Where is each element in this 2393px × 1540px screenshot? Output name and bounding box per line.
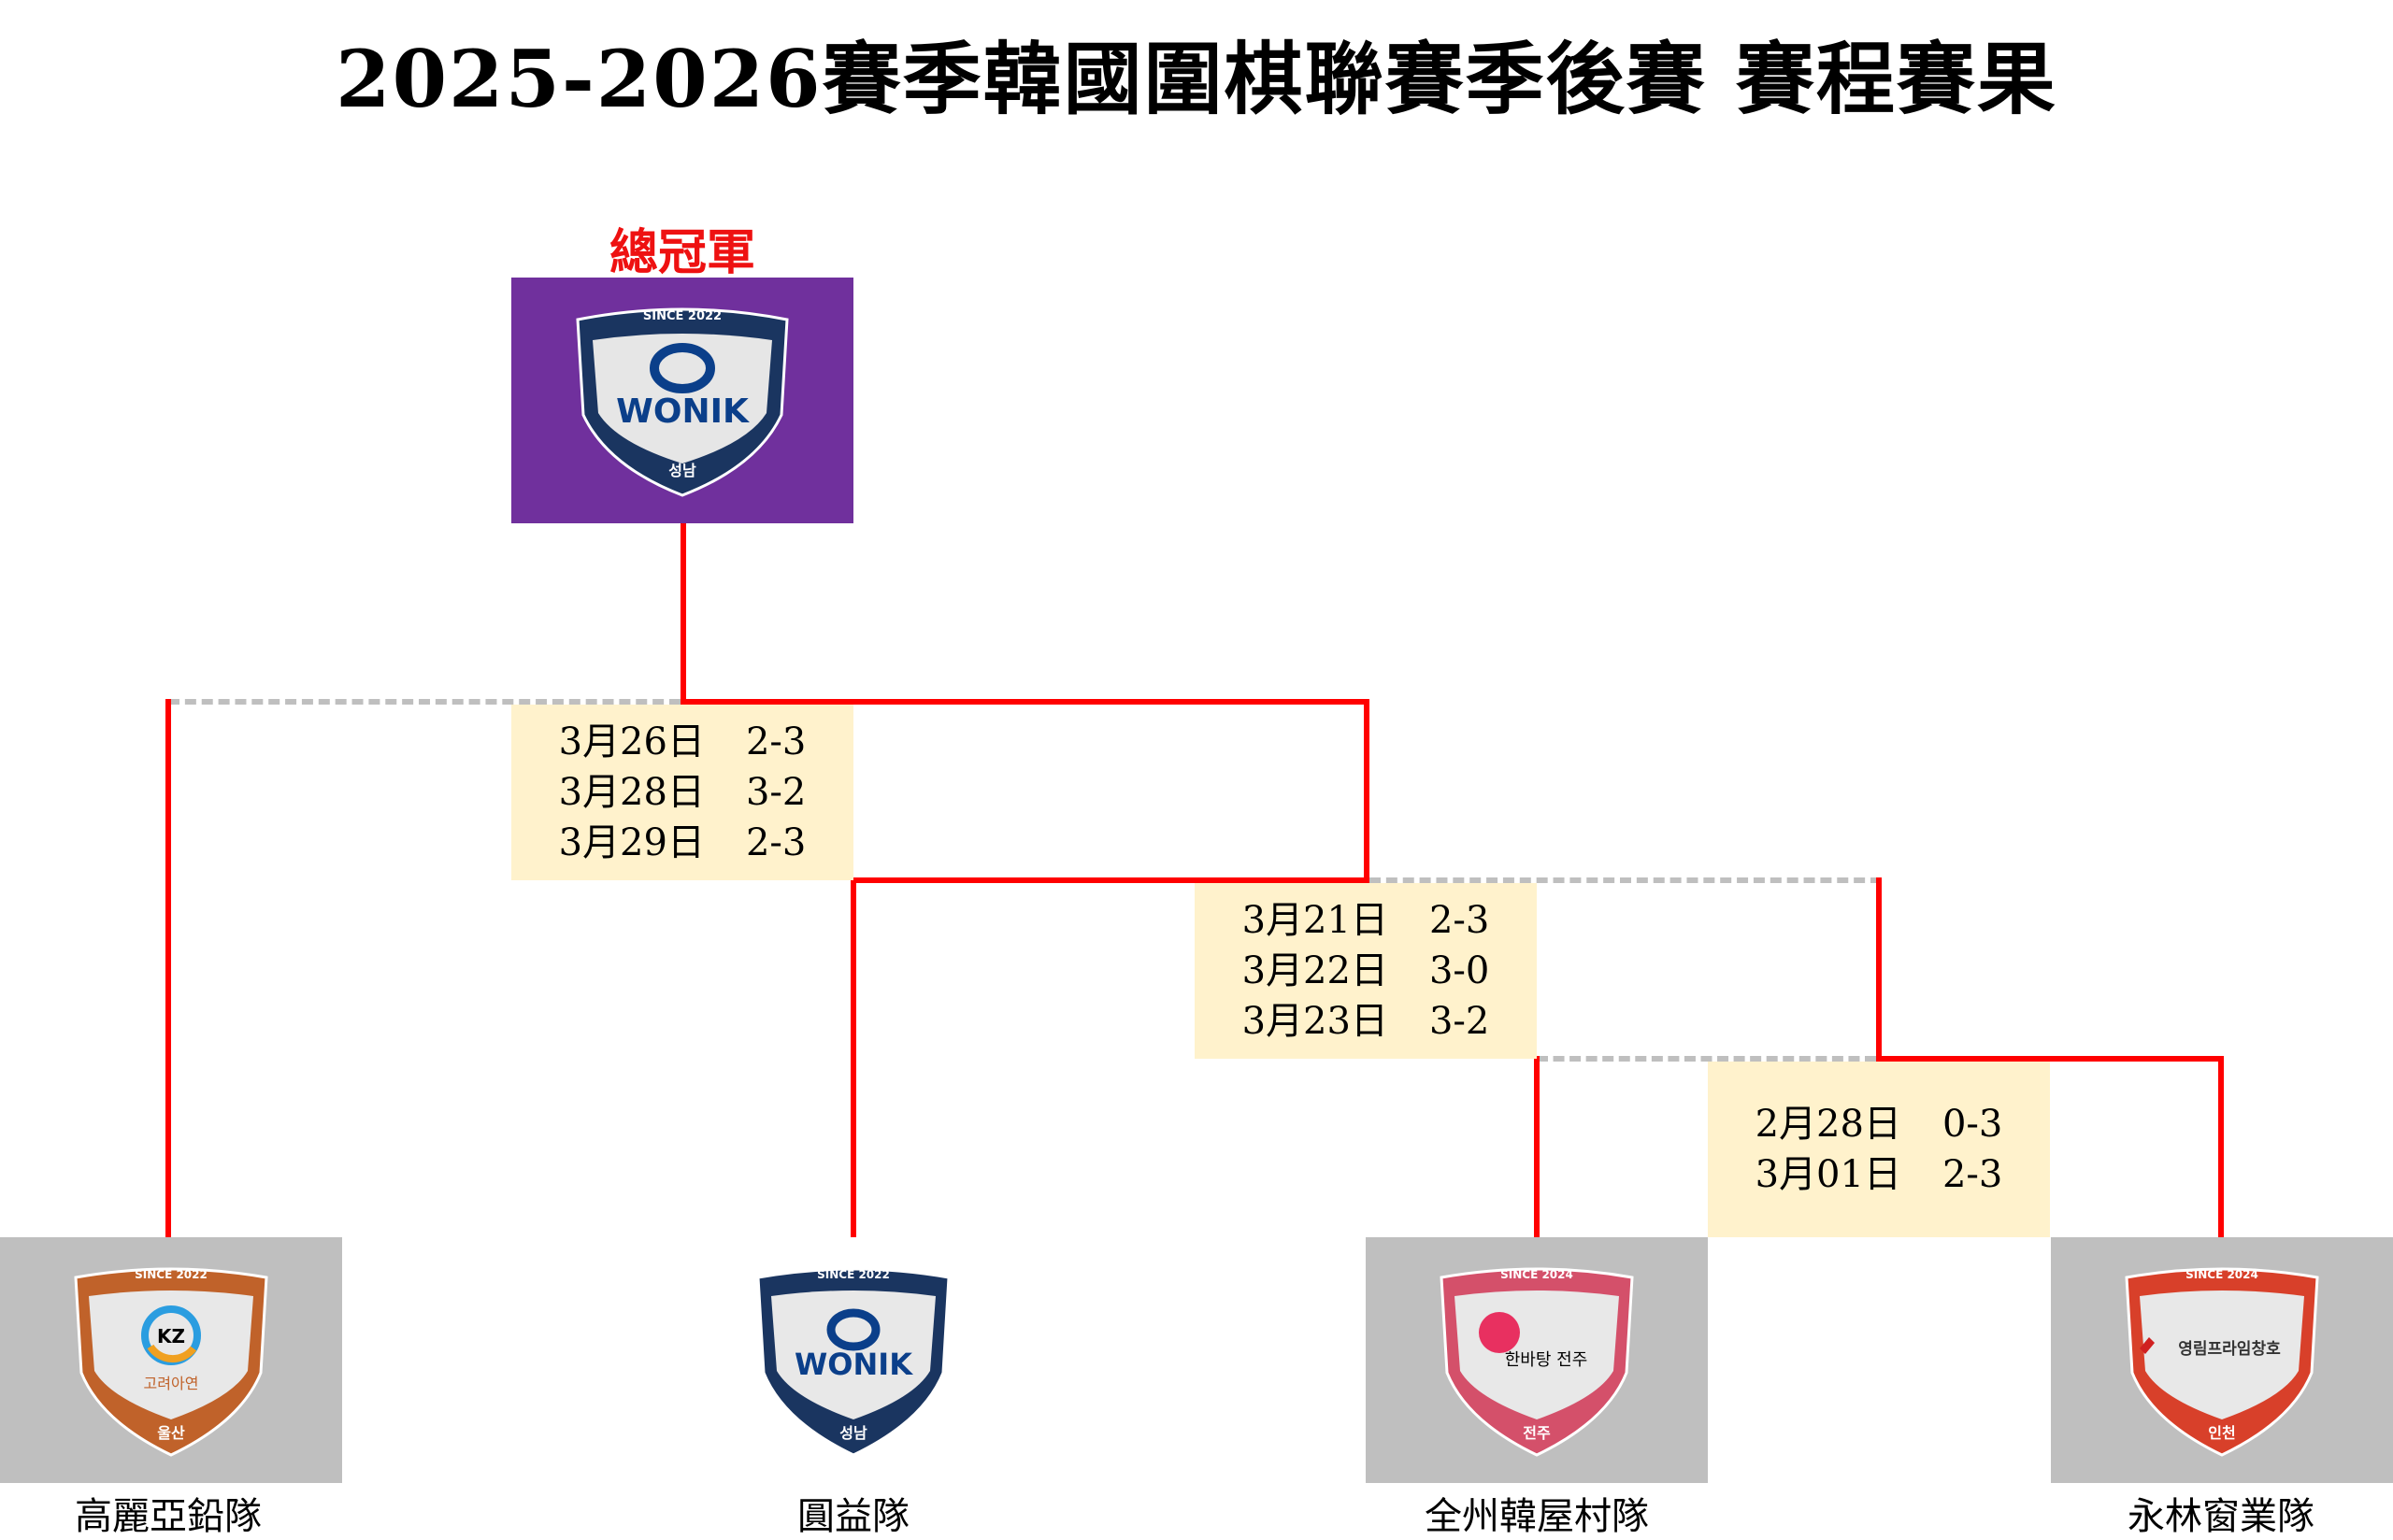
svg-text:SINCE 2024: SINCE 2024 [1500, 1268, 1573, 1281]
semifinal-score-box: 3月21日 2-3 3月22日 3-0 3月23日 3-2 [1195, 883, 1537, 1059]
game-date: 3月01日 [1755, 1153, 1901, 1196]
svg-text:한바탕 전주: 한바탕 전주 [1505, 1350, 1588, 1370]
svg-text:KZ: KZ [157, 1325, 185, 1348]
game-row: 3月01日 2-3 [1755, 1149, 2003, 1200]
quarterfinal-score-box: 2月28日 0-3 3月01日 2-3 [1708, 1062, 2050, 1237]
game-score: 3-2 [1428, 1000, 1490, 1043]
quarterfinal-loser-line [1537, 1056, 1876, 1062]
champion-box: SINCE 2022 WONIK 성남 [511, 278, 853, 523]
game-date: 3月26日 [558, 720, 705, 763]
final-score-box: 3月26日 2-3 3月28日 3-2 3月29日 2-3 [511, 705, 853, 880]
wonik-shield-logo: SINCE 2022 WONIK 성남 [576, 307, 789, 497]
champion-label: 總冠軍 [609, 224, 755, 281]
svg-text:고려아연: 고려아연 [144, 1375, 199, 1392]
page-title: 2025-2026賽季韓國圍棋聯賽季後賽 賽程賽果 [336, 33, 2057, 125]
game-row: 3月23日 3-2 [1242, 996, 1490, 1047]
svg-text:영림프라임창호: 영림프라임창호 [2178, 1339, 2281, 1359]
svg-text:WONIK: WONIK [795, 1347, 913, 1382]
team-name: 永林窗業隊 [2128, 1495, 2314, 1538]
game-row: 3月29日 2-3 [559, 818, 807, 868]
svg-text:성남: 성남 [839, 1424, 867, 1442]
svg-text:SINCE 2022: SINCE 2022 [817, 1268, 890, 1281]
semifinal-up-line [1364, 699, 1369, 883]
team1-line [165, 699, 171, 1237]
game-score: 2-3 [745, 821, 807, 864]
game-date: 3月23日 [1241, 1000, 1388, 1043]
game-score: 0-3 [1942, 1103, 2003, 1146]
game-score: 2-3 [745, 720, 807, 763]
game-date: 3月28日 [558, 771, 705, 814]
quarterfinal-winner-line [1876, 1056, 2224, 1062]
game-row: 2月28日 0-3 [1755, 1099, 2003, 1149]
quarterfinal-up-line [1876, 877, 1882, 1062]
team3-line [1534, 1056, 1540, 1237]
svg-text:인천: 인천 [2208, 1424, 2235, 1442]
game-date: 3月22日 [1241, 949, 1388, 992]
team2-line [851, 877, 856, 1237]
game-row: 3月28日 3-2 [559, 767, 807, 818]
final-loser-line [168, 699, 681, 705]
game-score: 3-0 [1428, 949, 1490, 992]
svg-text:WONIK: WONIK [616, 392, 750, 431]
game-score: 3-2 [745, 771, 807, 814]
game-row: 3月26日 2-3 [559, 717, 807, 767]
svg-text:SINCE 2024: SINCE 2024 [2185, 1268, 2258, 1281]
game-score: 2-3 [1942, 1153, 2003, 1196]
svg-text:SINCE 2022: SINCE 2022 [135, 1268, 208, 1281]
game-row: 3月21日 2-3 [1242, 895, 1490, 946]
game-score: 2-3 [1428, 899, 1490, 942]
game-row: 3月22日 3-0 [1242, 946, 1490, 996]
semifinal-loser-line [1369, 877, 1882, 883]
team4-line [2218, 1056, 2224, 1237]
game-date: 3月29日 [558, 821, 705, 864]
semifinal-winner-line [851, 877, 1369, 883]
game-date: 2月28日 [1755, 1103, 1901, 1146]
team-name: 全州韓屋村隊 [1425, 1495, 1649, 1538]
svg-text:전주: 전주 [1523, 1424, 1551, 1442]
champion-connector-line [681, 523, 686, 705]
final-winner-line [681, 699, 1369, 705]
svg-text:SINCE 2022: SINCE 2022 [643, 309, 722, 323]
team-name: 高麗亞鉛隊 [75, 1495, 262, 1538]
team-name: 圓益隊 [797, 1495, 910, 1538]
game-date: 3月21日 [1241, 899, 1388, 942]
svg-text:성남: 성남 [668, 462, 696, 479]
svg-text:울산: 울산 [157, 1424, 185, 1442]
